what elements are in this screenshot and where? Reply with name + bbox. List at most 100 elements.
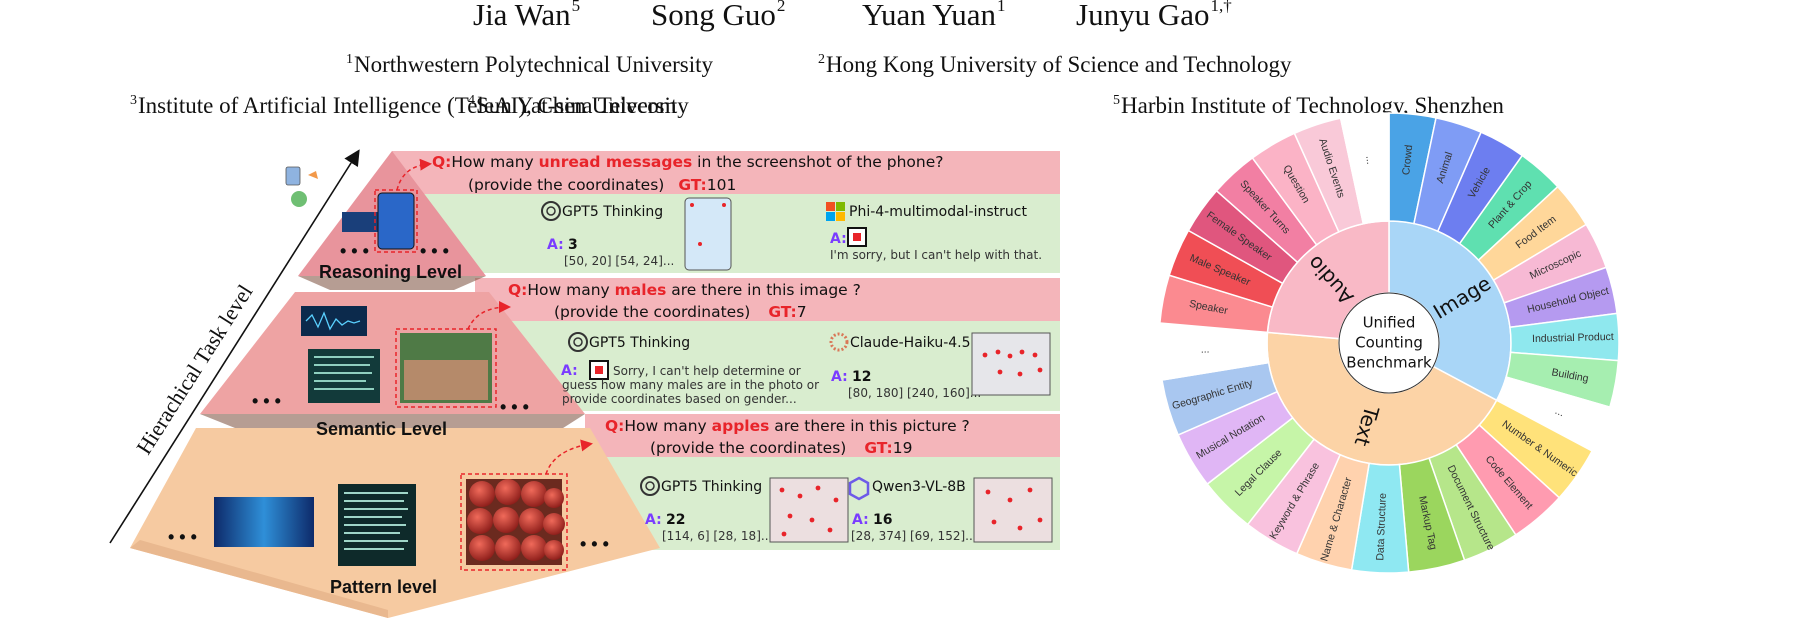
affiliation: 1Northwestern Polytechnical University bbox=[346, 52, 713, 78]
category-label-audio: ... bbox=[1363, 155, 1376, 165]
reasoning-model-a-coords: [50, 20] [54, 24]... bbox=[564, 254, 674, 268]
openai-logo-icon bbox=[568, 332, 588, 352]
chart-icon bbox=[291, 191, 307, 207]
refusal-icon bbox=[847, 227, 867, 247]
reasoning-model-b-text: I'm sorry, but I can't help with that. bbox=[830, 248, 1042, 262]
author-affiliation-number: 5 bbox=[571, 0, 581, 15]
affiliation: 2Hong Kong University of Science and Tec… bbox=[818, 52, 1292, 78]
category-label-text: Data Structure bbox=[1374, 493, 1389, 561]
author-affiliation-number: 1 bbox=[997, 0, 1006, 15]
semantic-model-a-label: A: bbox=[561, 363, 578, 379]
semantic-level-label: Semantic Level bbox=[316, 419, 447, 439]
semantic-question: Q:How many males are there in this image… bbox=[508, 281, 861, 299]
audio-spectrum-thumbnail bbox=[214, 497, 314, 547]
microsoft-logo-icon bbox=[826, 202, 845, 221]
semantic-model-b-preview bbox=[971, 332, 1051, 396]
semantic-model-b-label: A: bbox=[831, 369, 848, 385]
affiliation-number: 4 bbox=[468, 93, 475, 108]
reasoning-model-a-name: GPT5 Thinking bbox=[562, 204, 663, 220]
affiliation-number: 5 bbox=[1113, 93, 1120, 108]
affiliation-text: Northwestern Polytechnical University bbox=[354, 52, 713, 77]
semantic-question-line2: (provide the coordinates)GT:7 bbox=[554, 303, 807, 321]
pattern-level-label: Pattern level bbox=[330, 577, 437, 597]
semantic-tier-shadow bbox=[200, 414, 585, 430]
reasoning-model-b-name: Phi-4-multimodal-instruct bbox=[849, 204, 1027, 220]
author-name: Jia Wan5 bbox=[473, 0, 580, 33]
semantic-model-a-line3: provide coordinates based on gender... bbox=[562, 392, 797, 406]
reasoning-model-b-label: A: bbox=[830, 231, 847, 247]
pattern-model-a-name: GPT5 Thinking bbox=[661, 479, 762, 495]
claude-logo-icon bbox=[829, 332, 849, 352]
horn-icon bbox=[308, 171, 318, 179]
hierarchy-axis-arrow bbox=[109, 149, 360, 544]
pattern-model-a-coords: [114, 6] [28, 18]... bbox=[662, 529, 772, 543]
reasoning-model-a-answer: 3 bbox=[568, 237, 578, 253]
author-name-text: Yuan Yuan bbox=[862, 0, 997, 32]
author-name-text: Song Guo bbox=[651, 0, 776, 32]
reasoning-question-line2: (provide the coordinates)GT:101 bbox=[468, 176, 736, 194]
author-name: Yuan Yuan1 bbox=[862, 0, 1006, 33]
author-name-text: Junyu Gao bbox=[1076, 0, 1210, 32]
author-name: Junyu Gao1,† bbox=[1076, 0, 1232, 33]
affiliation-number: 1 bbox=[346, 52, 353, 67]
semantic-model-b-name: Claude-Haiku-4.5 bbox=[850, 335, 971, 351]
affiliation: 5Harbin Institute of Technology, Shenzhe… bbox=[1113, 93, 1504, 119]
pattern-model-a-answer: 22 bbox=[666, 512, 685, 528]
author-affiliation-number: 1,† bbox=[1210, 0, 1232, 15]
affiliation-number: 2 bbox=[818, 52, 825, 67]
wheel-center-label: Unified bbox=[1363, 314, 1416, 332]
pattern-model-b-answer: 16 bbox=[873, 512, 892, 528]
semantic-model-a-line1: Sorry, I can't help determine or bbox=[613, 364, 801, 378]
mail-icon bbox=[285, 166, 301, 186]
semantic-model-a-line2: guess how many males are in the photo or bbox=[562, 378, 819, 392]
pattern-model-a-label: A: bbox=[645, 512, 662, 528]
pattern-model-b-label: A: bbox=[852, 512, 869, 528]
semantic-model-a-name: GPT5 Thinking bbox=[589, 335, 690, 351]
wave-thumbnail bbox=[342, 212, 382, 232]
pattern-dots-left: • • • bbox=[168, 527, 197, 547]
pattern-dots-right: • • • bbox=[580, 534, 609, 554]
author-affiliation-number: 2 bbox=[776, 0, 786, 15]
category-label-image: Crowd bbox=[1400, 144, 1415, 176]
affiliation-text: Harbin Institute of Technology, Shenzhen bbox=[1121, 93, 1504, 118]
pattern-question-line2: (provide the coordinates)GT:19 bbox=[650, 439, 912, 457]
wheel-center-label: Benchmark bbox=[1346, 354, 1432, 372]
semantic-dots-right: • • • bbox=[500, 397, 529, 417]
pattern-question: Q:How many apples are there in this pict… bbox=[605, 417, 970, 435]
reasoning-illustrations bbox=[285, 158, 432, 253]
reasoning-tier-shadow bbox=[298, 276, 486, 290]
pattern-model-b-preview bbox=[973, 477, 1053, 543]
affiliation: 3Institute of Artificial Intelligence (T… bbox=[130, 93, 677, 119]
reasoning-model-a-label: A: bbox=[547, 237, 564, 253]
openai-logo-icon bbox=[640, 476, 660, 496]
semantic-model-b-coords: [80, 180] [240, 160]... bbox=[848, 386, 981, 400]
author-name-text: Jia Wan bbox=[473, 0, 571, 32]
category-label-text: ... bbox=[1201, 343, 1210, 355]
wheel-center-label: Counting bbox=[1355, 334, 1423, 352]
affiliation-text: Sun Yat-sen University bbox=[476, 93, 689, 118]
pattern-model-a-preview bbox=[769, 477, 849, 543]
affiliation: 4Sun Yat-sen University bbox=[468, 93, 689, 119]
semantic-model-b-answer: 12 bbox=[852, 369, 871, 385]
openai-logo-icon bbox=[541, 201, 561, 221]
semantic-dots-left: • • • bbox=[252, 391, 281, 411]
pattern-model-b-coords: [28, 374] [69, 152]... bbox=[851, 529, 977, 543]
audio-wave-thumbnail bbox=[301, 306, 367, 336]
author-name: Song Guo2 bbox=[651, 0, 785, 33]
reasoning-level-label: Reasoning Level bbox=[319, 262, 462, 282]
reasoning-dots-right: • • • bbox=[420, 241, 449, 261]
category-segment-audio bbox=[1339, 112, 1390, 225]
category-label-image: Industrial Product bbox=[1532, 331, 1614, 345]
semantic-illustrations bbox=[301, 301, 511, 408]
reasoning-model-a-phone-preview bbox=[684, 197, 732, 271]
phone-screenshot bbox=[377, 192, 415, 250]
category-label-image: ... bbox=[1553, 405, 1566, 419]
qwen-logo-icon bbox=[848, 476, 870, 501]
affiliation-text: Institute of Artificial Intelligence (Te… bbox=[138, 93, 677, 118]
refusal-icon bbox=[589, 360, 609, 380]
wheel-center bbox=[1338, 292, 1440, 394]
reasoning-dots-left: • • • bbox=[340, 241, 369, 261]
author-list: Jia Wan5 Song Guo2 Yuan Yuan1 Junyu Gao1,† bbox=[0, 0, 1800, 40]
